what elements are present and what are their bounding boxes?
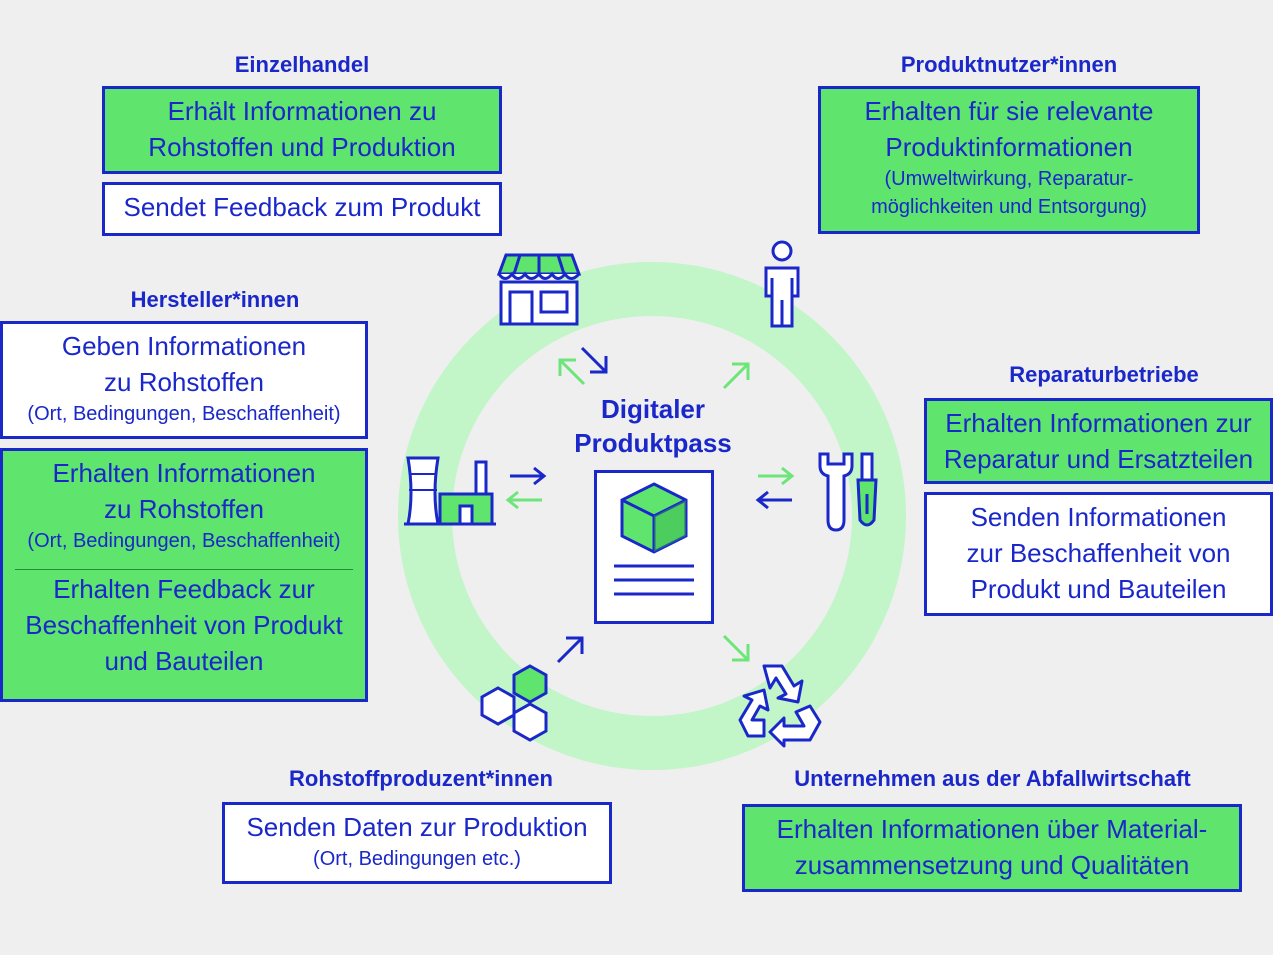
einzelhandel-heading: Einzelhandel <box>234 52 370 77</box>
product-passport-document-icon <box>594 470 714 624</box>
box-line: zu Rohstoffen <box>104 494 264 524</box>
tools-icon <box>818 452 878 532</box>
box-divider <box>15 569 353 570</box>
box-line: Produktinformationen <box>885 132 1133 162</box>
recycle-icon <box>738 664 822 748</box>
hexagon-molecules-icon <box>480 664 548 742</box>
box-line: Erhalten Feedback zur <box>53 574 315 604</box>
arrow-factory-to-center <box>510 466 547 486</box>
box-line: Erhalten Informationen über Material- <box>776 814 1208 844</box>
center-title: Digitaler Produktpass <box>540 392 766 460</box>
box-line: Rohstoffen und Produktion <box>148 132 456 162</box>
arrow-molecules-to-center <box>556 636 584 664</box>
arrow-center-to-tools <box>758 466 795 486</box>
arrow-center-to-recycle <box>722 634 750 662</box>
box-line: Erhalten Informationen <box>52 458 316 488</box>
box-line: zu Rohstoffen <box>104 367 264 397</box>
shop-icon <box>496 253 582 326</box>
hersteller-receive-box: Erhalten Informationen zu Rohstoffen (Or… <box>0 448 368 702</box>
produktnutzer-receive-box: Erhalten für sie relevante Produktinform… <box>818 86 1200 234</box>
box-small-line: (Ort, Bedingungen, Beschaffenheit) <box>27 403 341 425</box>
box-line: Erhält Informationen zu <box>167 96 437 126</box>
arrow-shop-to-center <box>580 346 608 374</box>
box-line: Reparatur und Ersatzteilen <box>943 444 1254 474</box>
box-small-line: (Ort, Bedingungen, Beschaffenheit) <box>27 530 341 552</box>
reparatur-heading: Reparaturbetriebe <box>1009 362 1199 387</box>
box-line: und Bauteilen <box>104 646 264 676</box>
arrow-center-to-shop <box>558 358 586 386</box>
center-title-line: Produktpass <box>574 428 732 458</box>
box-line: zusammensetzung und Qualitäten <box>794 850 1190 880</box>
box-line: zur Beschaffenheit von <box>966 538 1231 568</box>
box-small-line: möglichkeiten und Entsorgung) <box>871 196 1147 218</box>
box-line: Beschaffenheit von Produkt <box>25 610 343 640</box>
box-line: Sendet Feedback zum Produkt <box>123 192 481 222</box>
reparatur-receive-box: Erhalten Informationen zur Reparatur und… <box>924 398 1273 484</box>
box-line: Erhalten Informationen zur <box>945 408 1252 438</box>
box-line: Senden Informationen <box>970 502 1227 532</box>
box-line: Erhalten für sie relevante <box>864 96 1154 126</box>
einzelhandel-receive-box: Erhält Informationen zu Rohstoffen und P… <box>102 86 502 174</box>
abfall-heading: Unternehmen aus der Abfallwirtschaft <box>794 766 1191 791</box>
rohstoff-send-box: Senden Daten zur Produktion (Ort, Beding… <box>222 802 612 884</box>
rohstoff-heading: Rohstoffproduzent*innen <box>289 766 553 791</box>
center-title-line: Digitaler <box>600 394 706 424</box>
arrow-center-to-person <box>722 362 750 390</box>
reparatur-send-box: Senden Informationen zur Beschaffenheit … <box>924 492 1273 616</box>
box-line: Produkt und Bauteilen <box>970 574 1227 604</box>
person-icon <box>764 240 800 328</box>
box-small-line: (Umweltwirkung, Reparatur- <box>884 168 1134 190</box>
box-small-line: (Ort, Bedingungen etc.) <box>313 848 521 870</box>
arrow-tools-to-center <box>755 490 792 510</box>
factory-icon <box>404 456 496 526</box>
box-line: Senden Daten zur Produktion <box>246 812 588 842</box>
produktnutzer-heading: Produktnutzer*innen <box>900 52 1118 77</box>
hersteller-heading: Hersteller*innen <box>130 287 300 312</box>
box-line: Geben Informationen <box>61 331 307 361</box>
einzelhandel-send-box: Sendet Feedback zum Produkt <box>102 182 502 236</box>
arrow-center-to-factory <box>505 490 542 510</box>
hersteller-give-box: Geben Informationen zu Rohstoffen (Ort, … <box>0 321 368 439</box>
abfall-receive-box: Erhalten Informationen über Material- zu… <box>742 804 1242 892</box>
